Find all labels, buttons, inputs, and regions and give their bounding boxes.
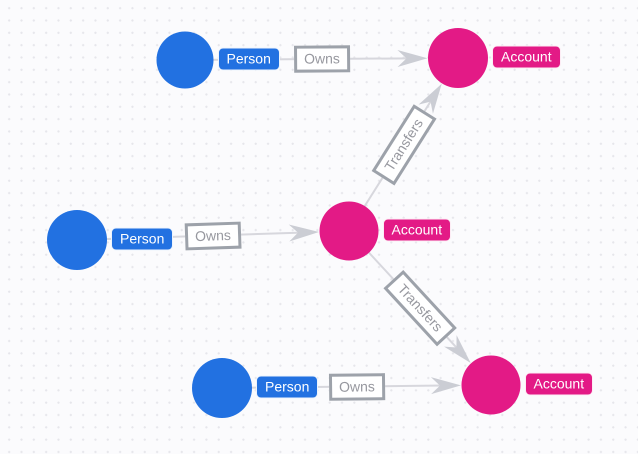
edge-arrowhead (418, 83, 442, 114)
graph-node-person[interactable] (156, 31, 214, 89)
edge-arrowhead (288, 224, 320, 242)
graph-node-account[interactable] (428, 28, 488, 88)
node-caption-account: Account (492, 45, 561, 69)
edge-label-owns[interactable]: Owns (328, 372, 385, 401)
edge-arrowhead (444, 335, 471, 363)
node-caption-person: Person (256, 375, 319, 399)
edge-arrowhead (430, 377, 462, 395)
node-caption-account: Account (382, 218, 452, 242)
graph-node-account[interactable] (461, 355, 521, 415)
edge-label-owns[interactable]: Owns (293, 45, 350, 73)
graph-node-account[interactable] (319, 201, 379, 261)
graph-node-person[interactable] (47, 210, 107, 270)
node-caption-account: Account (524, 372, 594, 396)
edge-label-owns[interactable]: Owns (184, 221, 242, 250)
node-caption-person: Person (217, 47, 280, 71)
node-caption-person: Person (111, 227, 174, 251)
edge-arrowhead (397, 49, 428, 67)
graph-node-person[interactable] (192, 358, 252, 418)
